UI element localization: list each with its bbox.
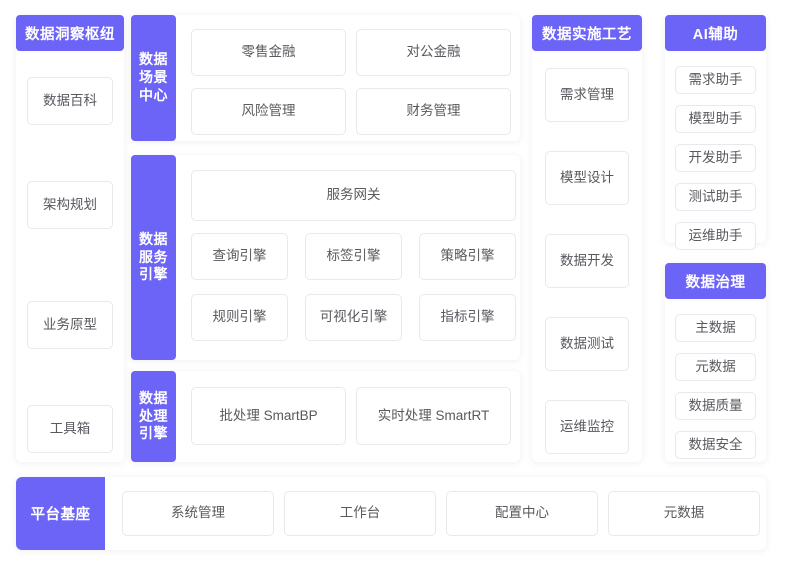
card-realtime-processing-smartrt[interactable]: 实时处理 SmartRT — [356, 387, 511, 445]
card-ops-assistant[interactable]: 运维助手 — [675, 222, 756, 250]
card-workbench[interactable]: 工作台 — [284, 491, 436, 536]
card-business-prototype[interactable]: 业务原型 — [27, 301, 113, 349]
block-data-service-engine: 数据服务引擎 服务网关 查询引擎 标签引擎 策略引擎 规则引擎 可视化引擎 指标… — [131, 155, 520, 360]
card-model-design[interactable]: 模型设计 — [545, 151, 629, 205]
card-risk-management[interactable]: 风险管理 — [191, 88, 346, 135]
column-header-data-governance: 数据治理 — [665, 263, 766, 299]
card-retail-finance[interactable]: 零售金融 — [191, 29, 346, 76]
card-data-encyclopedia[interactable]: 数据百科 — [27, 77, 113, 125]
card-architecture-planning[interactable]: 架构规划 — [27, 181, 113, 229]
card-query-engine[interactable]: 查询引擎 — [191, 233, 288, 280]
block-body-data-processing-engine: 批处理 SmartBP 实时处理 SmartRT — [176, 371, 520, 462]
bar-label-platform-foundation: 平台基座 — [16, 477, 105, 550]
bar-platform-foundation: 平台基座 系统管理 工作台 配置中心 元数据 — [16, 477, 766, 550]
column-header-ai-assist: AI辅助 — [665, 15, 766, 51]
card-metadata-base[interactable]: 元数据 — [608, 491, 760, 536]
card-toolbox[interactable]: 工具箱 — [27, 405, 113, 453]
card-testing-assistant[interactable]: 测试助手 — [675, 183, 756, 211]
block-body-data-service-engine: 服务网关 查询引擎 标签引擎 策略引擎 规则引擎 可视化引擎 指标引擎 — [176, 155, 520, 360]
block-label-data-processing-engine: 数据处理引擎 — [131, 371, 176, 462]
column-data-governance: 数据治理 主数据 元数据 数据质量 数据安全 — [665, 263, 766, 462]
card-system-management[interactable]: 系统管理 — [122, 491, 274, 536]
block-label-data-scene-center: 数据场景中心 — [131, 15, 176, 141]
block-label-data-service-engine: 数据服务引擎 — [131, 155, 176, 360]
column-header-data-insight-hub: 数据洞察枢纽 — [16, 15, 124, 51]
card-corporate-finance[interactable]: 对公金融 — [356, 29, 511, 76]
card-tag-engine[interactable]: 标签引擎 — [305, 233, 402, 280]
card-financial-management[interactable]: 财务管理 — [356, 88, 511, 135]
card-service-gateway[interactable]: 服务网关 — [191, 170, 516, 221]
card-metric-engine[interactable]: 指标引擎 — [419, 294, 516, 341]
card-rule-engine[interactable]: 规则引擎 — [191, 294, 288, 341]
card-metadata[interactable]: 元数据 — [675, 353, 756, 381]
card-batch-processing-smartbp[interactable]: 批处理 SmartBP — [191, 387, 346, 445]
card-master-data[interactable]: 主数据 — [675, 314, 756, 342]
card-development-assistant[interactable]: 开发助手 — [675, 144, 756, 172]
column-data-implementation-process: 数据实施工艺 需求管理 模型设计 数据开发 数据测试 运维监控 — [532, 15, 642, 462]
card-strategy-engine[interactable]: 策略引擎 — [419, 233, 516, 280]
card-model-assistant[interactable]: 模型助手 — [675, 105, 756, 133]
block-body-data-scene-center: 零售金融 对公金融 风险管理 财务管理 — [176, 15, 520, 141]
card-requirement-assistant[interactable]: 需求助手 — [675, 66, 756, 94]
card-ops-monitoring[interactable]: 运维监控 — [545, 400, 629, 454]
card-data-quality[interactable]: 数据质量 — [675, 392, 756, 420]
card-data-security[interactable]: 数据安全 — [675, 431, 756, 459]
card-visualization-engine[interactable]: 可视化引擎 — [305, 294, 402, 341]
card-data-development[interactable]: 数据开发 — [545, 234, 629, 288]
card-data-testing[interactable]: 数据测试 — [545, 317, 629, 371]
block-data-processing-engine: 数据处理引擎 批处理 SmartBP 实时处理 SmartRT — [131, 371, 520, 462]
card-requirement-management[interactable]: 需求管理 — [545, 68, 629, 122]
card-config-center[interactable]: 配置中心 — [446, 491, 598, 536]
column-data-insight-hub: 数据洞察枢纽 数据百科 架构规划 业务原型 工具箱 — [16, 15, 124, 462]
column-header-data-implementation-process: 数据实施工艺 — [532, 15, 642, 51]
column-ai-assist: AI辅助 需求助手 模型助手 开发助手 测试助手 运维助手 — [665, 15, 766, 250]
block-data-scene-center: 数据场景中心 零售金融 对公金融 风险管理 财务管理 — [131, 15, 520, 141]
